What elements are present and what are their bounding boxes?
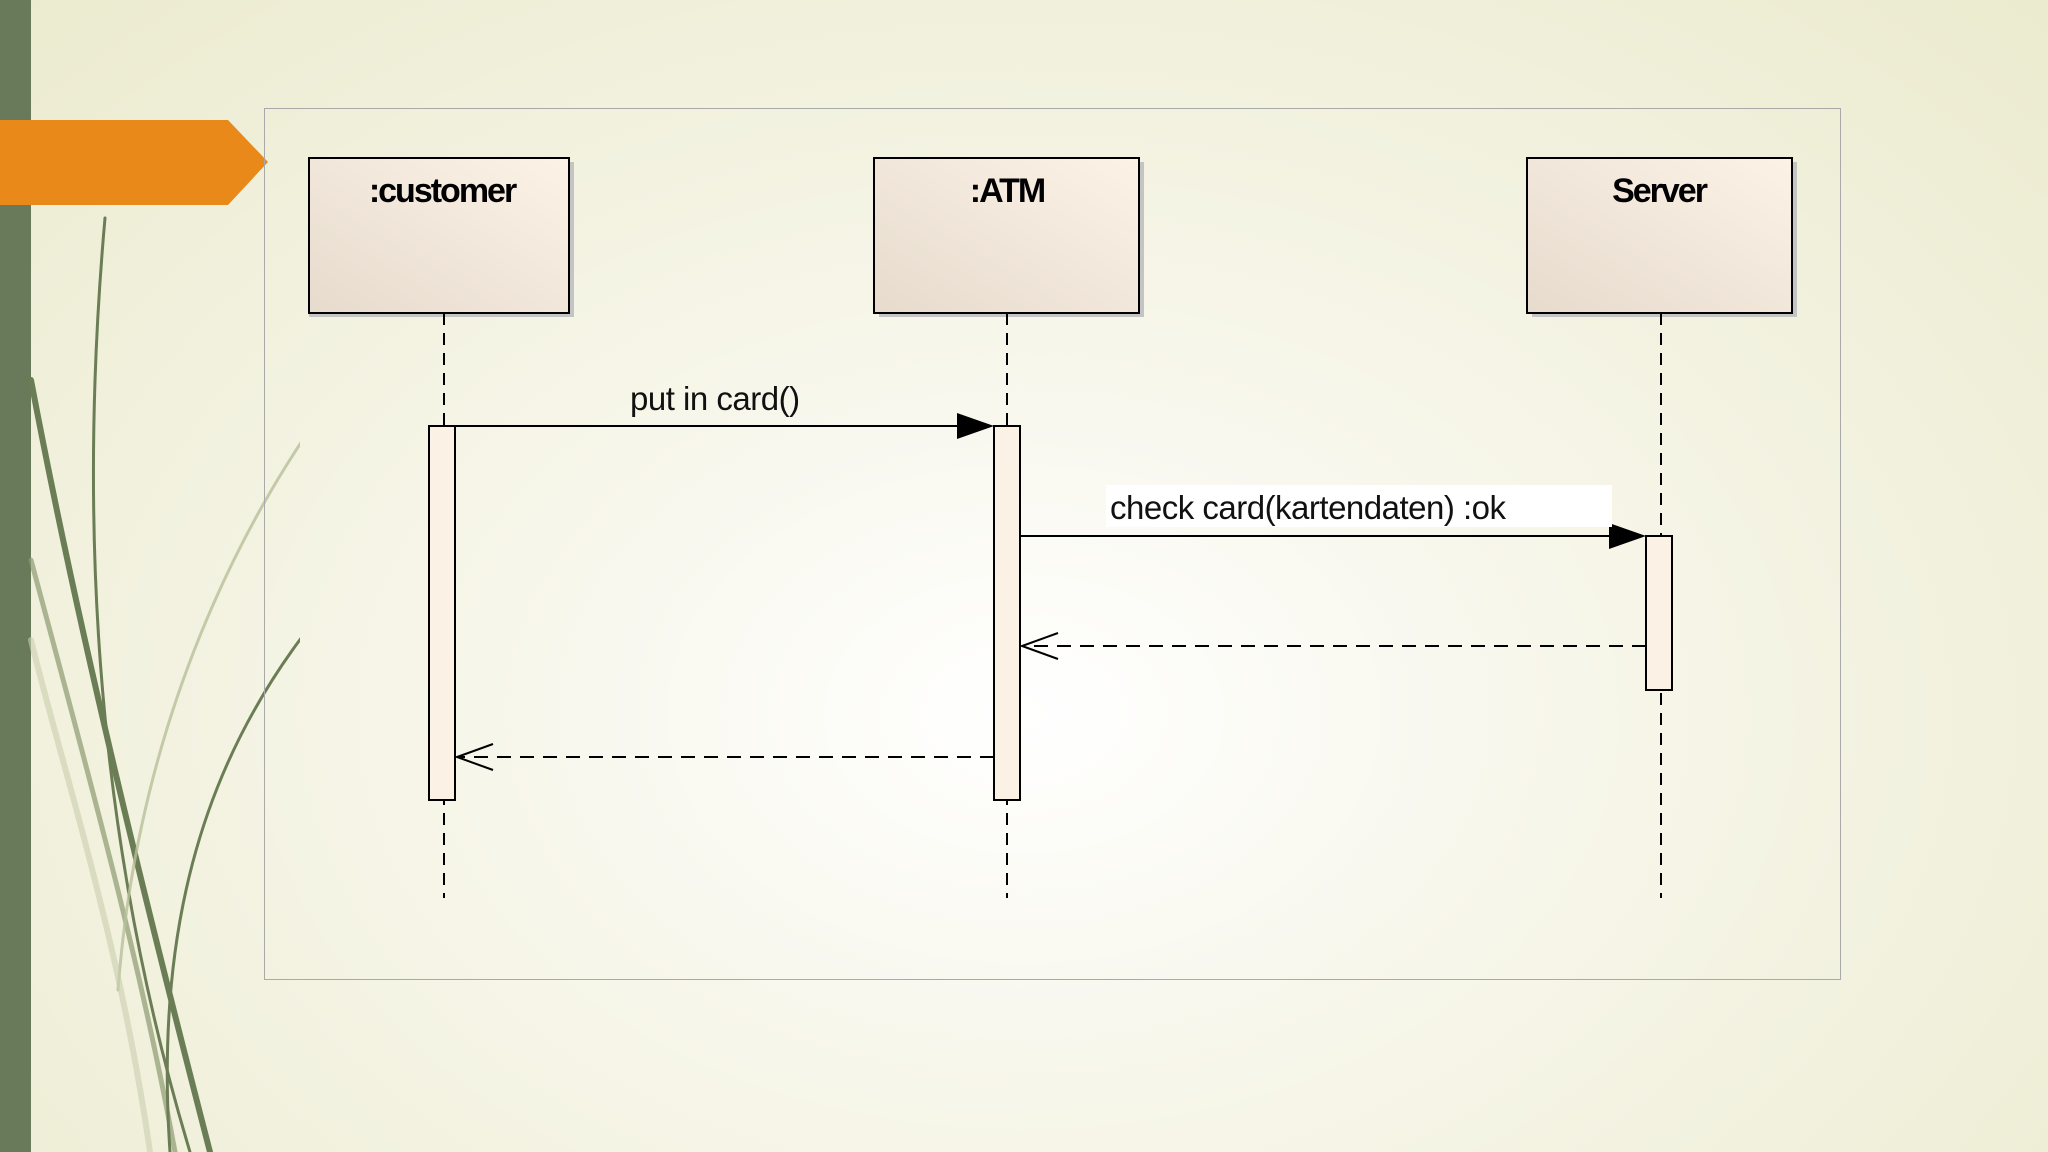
lifeline-customer: :customer [308,157,574,898]
lifeline-atm-label: :ATM [970,172,1045,210]
activation-bar-atm [993,425,1021,801]
diagram-frame [264,108,1841,980]
accent-arrow-shape [0,120,268,205]
lifeline-server: Server [1526,157,1797,898]
message-put-in-card-label: put in card() [630,380,800,417]
message-check-card-label: check card(kartendaten) :ok [1110,489,1507,526]
lifeline-server-label: Server [1612,172,1708,210]
return-message-server-to-atm [1019,632,1646,660]
grass-decoration [28,216,300,1152]
message-put-in-card: put in card() [455,380,994,439]
activation-bar-customer [428,425,456,801]
lifeline-customer-label: :customer [369,172,517,210]
sequence-diagram: :customer :ATM Server put in card() chec… [308,157,1797,898]
lifeline-atm: :ATM [873,157,1144,898]
message-check-card: check card(kartendaten) :ok [1020,485,1646,549]
activation-bar-server [1645,535,1673,691]
return-message-atm-to-customer [454,743,994,771]
